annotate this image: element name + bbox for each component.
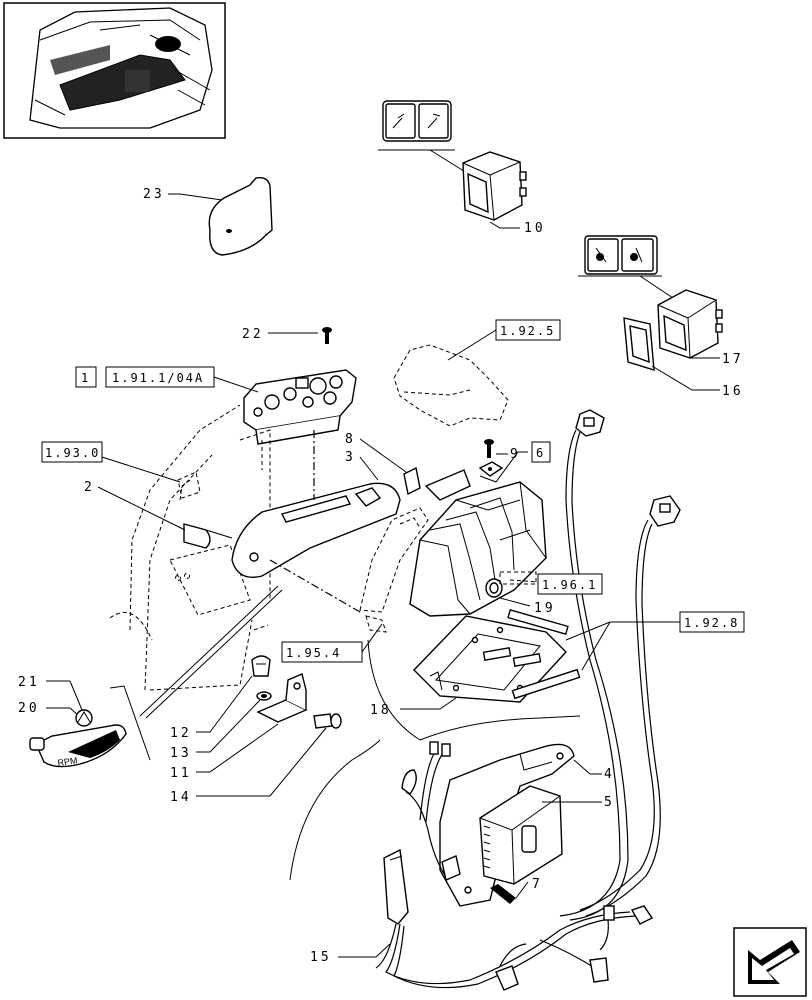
part-9-screw	[478, 439, 528, 483]
callout-14: 14	[170, 790, 192, 805]
callout-1-91-1-04a: 1.91.1/04A	[112, 371, 204, 385]
next-page-arrow-icon[interactable]	[733, 927, 807, 997]
callout-17: 17	[722, 352, 744, 367]
callout-1-92-8: 1.92.8	[684, 616, 739, 630]
callout-4: 4	[604, 767, 615, 782]
callout-5: 5	[604, 795, 615, 810]
part-19-grommet	[485, 571, 539, 607]
part-22-screw	[268, 327, 332, 344]
callout-labels: 23 10 22 1 1.91.1/04A 1.92.5 17 16 1.93.…	[18, 187, 745, 965]
lever-rpm-label: RPM	[57, 755, 78, 768]
part-15-main-harness	[338, 741, 654, 991]
cab-side-panel-dashed	[101, 404, 271, 691]
floor-outline	[289, 639, 581, 881]
callout-1-95-4: 1.95.4	[286, 646, 341, 660]
callout-16: 16	[722, 384, 744, 399]
part-2-console-cover	[97, 482, 401, 578]
part-18-mounting-plate	[400, 609, 680, 710]
part-13-washer	[196, 691, 272, 753]
part-23-bracket	[168, 176, 273, 256]
callout-6: 6	[536, 446, 545, 460]
callout-22: 22	[242, 327, 264, 342]
part-17-switch	[578, 235, 723, 359]
callout-1-96-1: 1.96.1	[542, 578, 597, 592]
callout-21: 21	[18, 675, 40, 690]
part-10-rocker-switch	[378, 100, 527, 229]
part-8-clip	[359, 438, 421, 496]
callout-15: 15	[310, 950, 332, 965]
callout-11: 11	[170, 766, 192, 781]
callout-20: 20	[18, 701, 40, 716]
callout-19: 19	[534, 601, 556, 616]
callout-23: 23	[143, 187, 165, 202]
part-14-pin	[196, 713, 342, 797]
part-3-bracket	[359, 456, 379, 481]
switch-harness-wires	[559, 409, 681, 921]
upper-control-panel	[213, 369, 357, 445]
callout-1-93-0: 1.93.0	[45, 446, 100, 460]
part-11-bracket	[196, 673, 308, 773]
part-main-cover	[409, 469, 547, 617]
callout-18: 18	[370, 703, 392, 718]
callout-12: 12	[170, 726, 192, 741]
assembly-guide-lines	[269, 430, 361, 613]
ghost-panel-1-92-5	[393, 329, 509, 427]
part-20-throttle-lever: RPM	[29, 585, 283, 768]
callout-13: 13	[170, 746, 192, 761]
part-7-screw	[490, 881, 529, 904]
location-thumbnail	[3, 2, 226, 139]
part-21-knob-cap	[46, 680, 93, 727]
callout-2: 2	[84, 480, 95, 495]
callout-3: 3	[345, 450, 356, 465]
callout-7: 7	[532, 877, 543, 892]
callout-8: 8	[345, 432, 356, 447]
part-12-bolt	[196, 655, 271, 733]
callout-1-92-5: 1.92.5	[500, 324, 555, 338]
ghost-rail-1-95-4	[359, 507, 429, 653]
callout-9: 9	[510, 447, 521, 462]
part-5-ecu-module	[479, 785, 602, 885]
part-16-bezel	[623, 317, 720, 391]
callout-1: 1	[81, 371, 90, 385]
callout-10: 10	[524, 221, 546, 236]
